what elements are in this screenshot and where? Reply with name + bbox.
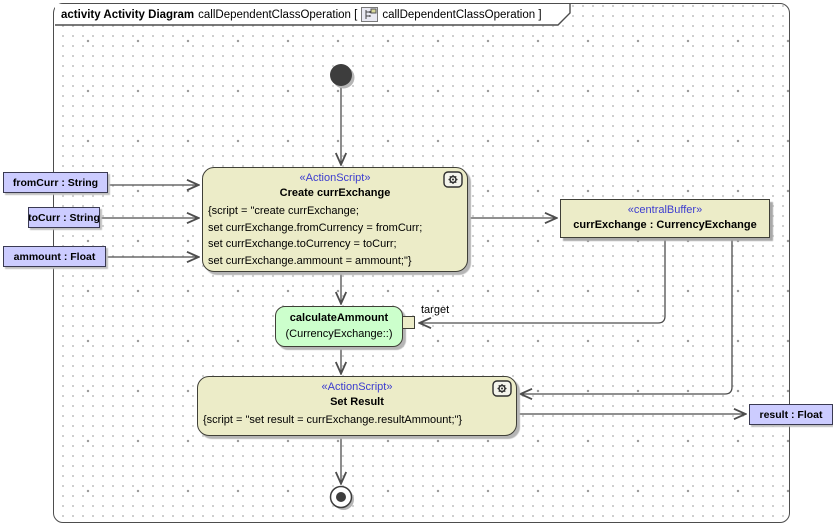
target-input-pin[interactable] <box>402 316 415 329</box>
action-name: Set Result <box>330 396 384 408</box>
frame-title: activity Activity Diagram callDependentC… <box>61 6 542 23</box>
frame-diagram-name: callDependentClassOperation [ <box>198 8 358 21</box>
gear-icon[interactable] <box>443 171 463 193</box>
action-name: Create currExchange <box>279 187 391 199</box>
frame-title-pentagon <box>55 4 570 25</box>
parameter-ammount[interactable]: ammount : Float <box>3 246 106 267</box>
gear-icon[interactable] <box>492 380 512 402</box>
script-line: {script = "set result = currExchange.res… <box>203 414 463 426</box>
frame-context-name: callDependentClassOperation ] <box>382 8 542 21</box>
stereotype-label: «ActionScript» <box>299 172 371 184</box>
operation-qualifier: (CurrencyExchange::) <box>285 328 393 340</box>
stereotype-label: «ActionScript» <box>321 381 393 393</box>
final-node[interactable] <box>329 485 355 511</box>
initial-node[interactable] <box>330 64 355 89</box>
script-line: set currExchange.toCurrency = toCurr; <box>208 238 397 250</box>
buffer-name: currExchange : CurrencyExchange <box>573 219 757 231</box>
frame-keyword: activity Activity Diagram <box>61 8 195 21</box>
target-pin-label: target <box>421 304 450 316</box>
edge-buffer-to-setresult[interactable] <box>521 238 733 394</box>
script-line: set currExchange.ammount = ammount;"} <box>208 254 412 267</box>
edge-buffer-to-target-pin[interactable] <box>420 238 666 323</box>
action-calculate-ammount[interactable]: calculateAmmount (CurrencyExchange::) <box>275 306 403 347</box>
activity-diagram-icon <box>361 7 379 22</box>
script-line: {script = "create currExchange; <box>208 205 359 217</box>
script-line: set currExchange.fromCurrency = fromCurr… <box>208 221 423 234</box>
parameter-result[interactable]: result : Float <box>749 404 833 425</box>
parameter-fromcurr[interactable]: fromCurr : String <box>3 172 108 193</box>
action-create-currexchange[interactable]: «ActionScript» Create currExchange {scri… <box>202 167 468 272</box>
action-name: calculateAmmount <box>289 312 389 324</box>
action-set-result[interactable]: «ActionScript» Set Result {script = "set… <box>197 376 517 436</box>
frame-title-pentagon-border <box>55 4 571 26</box>
central-buffer-currexchange[interactable]: «centralBuffer» currExchange : CurrencyE… <box>560 199 770 238</box>
parameter-tocurr[interactable]: toCurr : String <box>28 207 100 228</box>
stereotype-label: «centralBuffer» <box>627 204 703 216</box>
